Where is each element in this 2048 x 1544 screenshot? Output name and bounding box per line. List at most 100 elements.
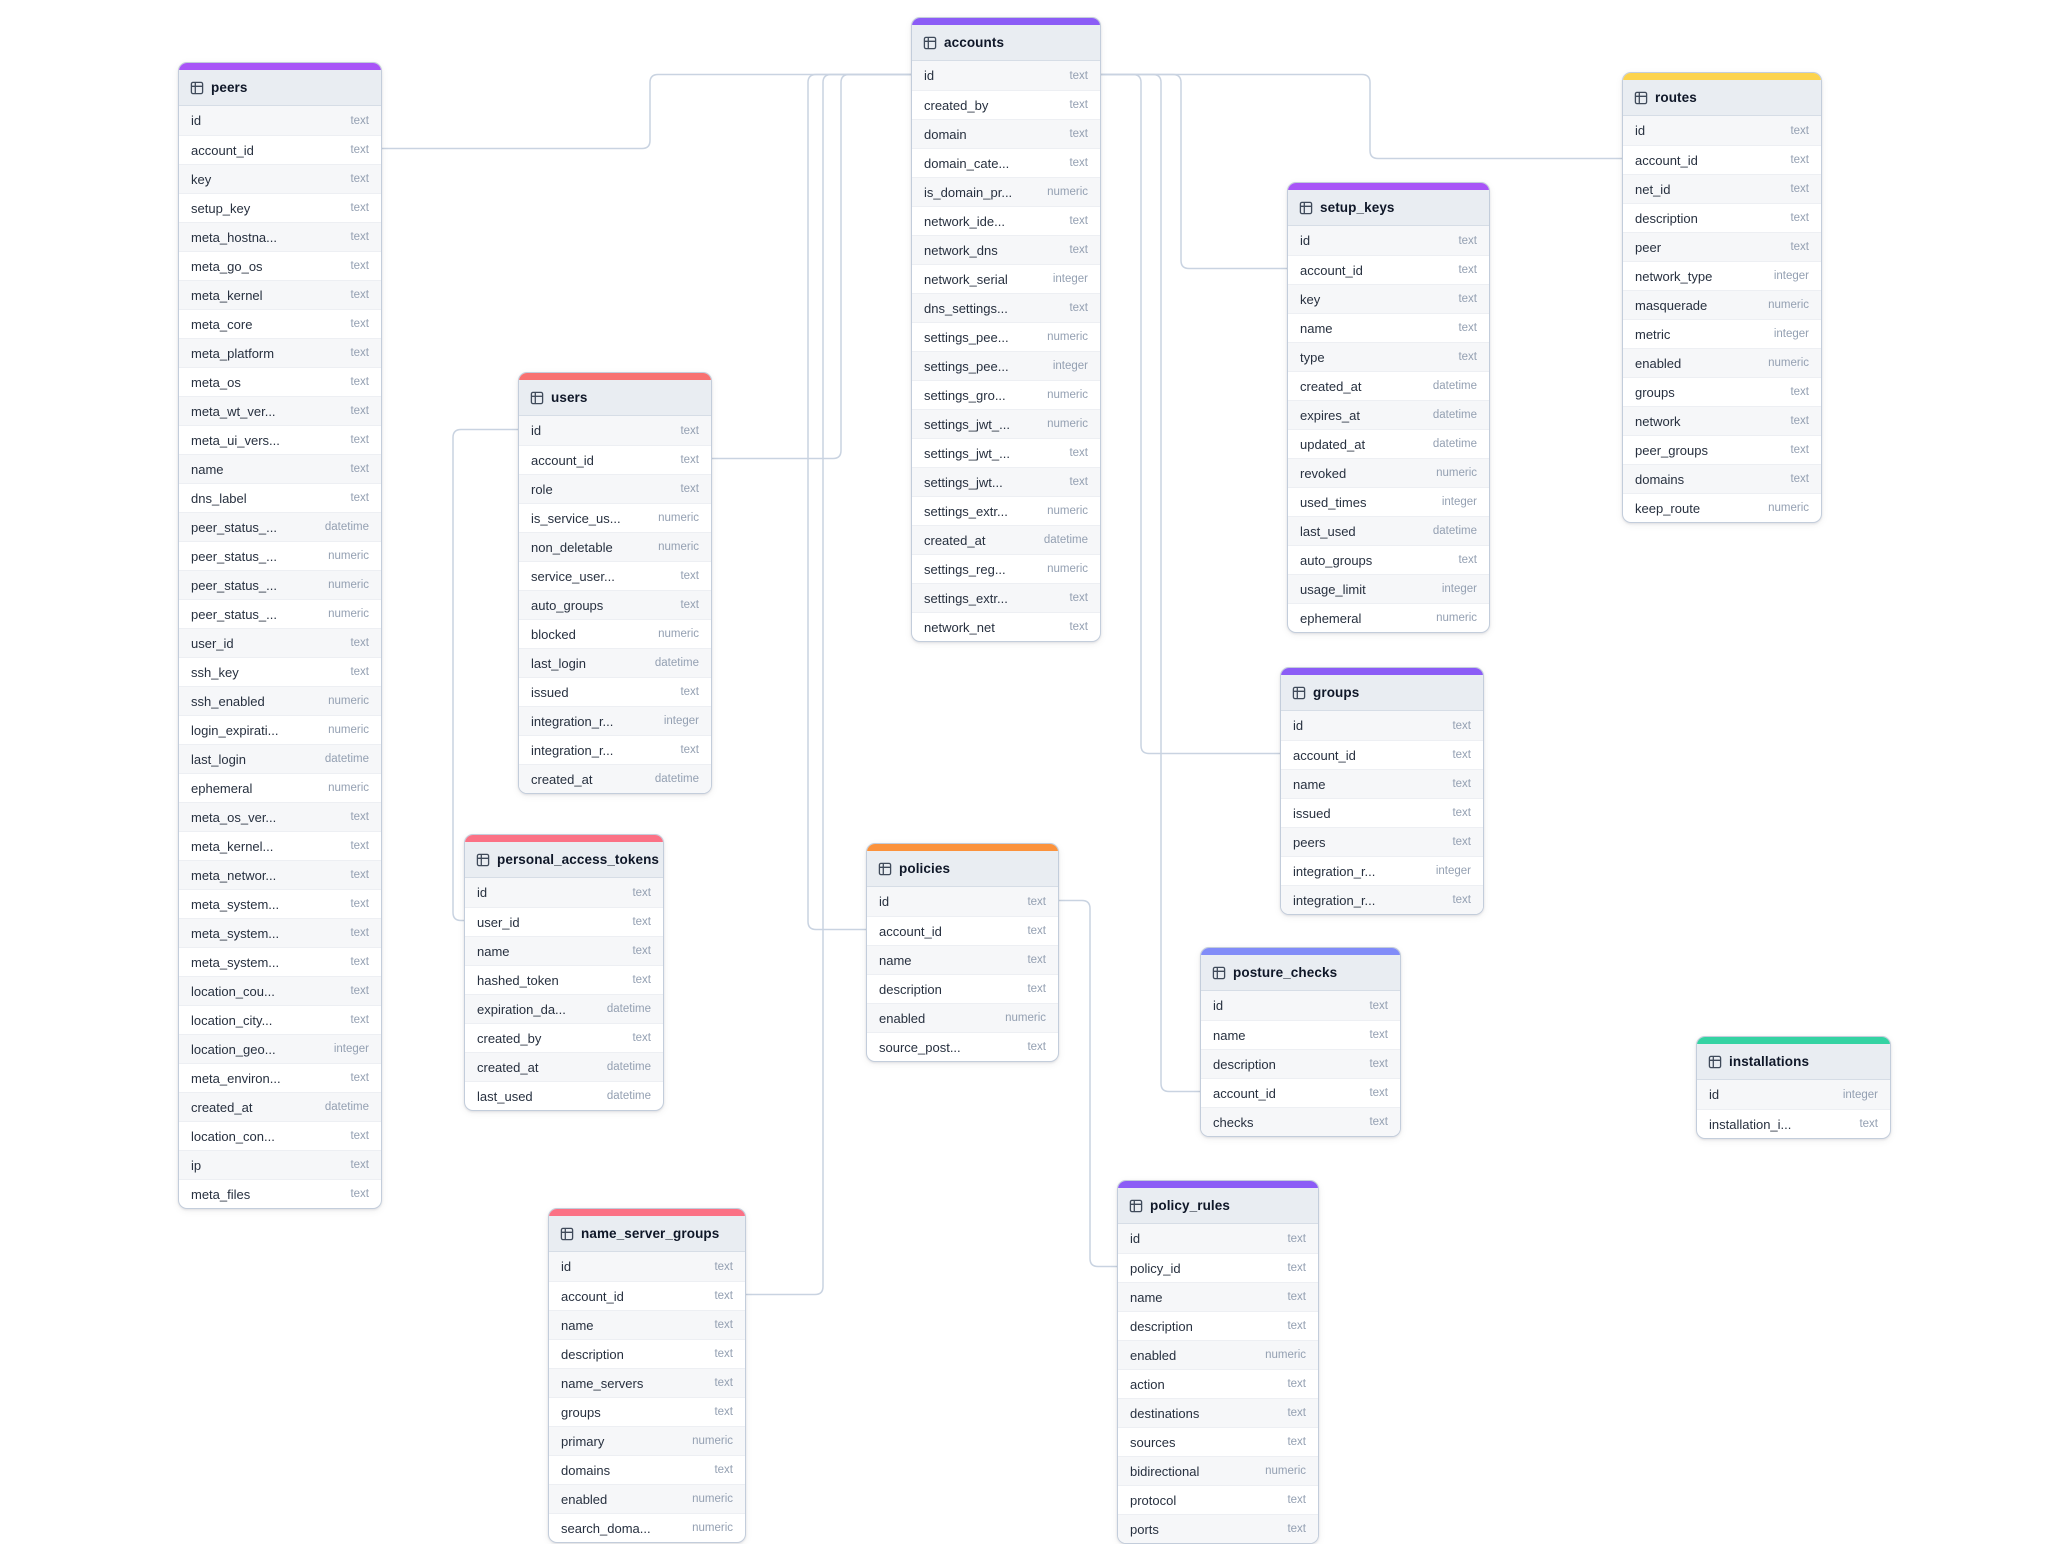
field-type: text (680, 570, 699, 582)
table-accent-bar (1281, 668, 1483, 675)
field-name: ip (191, 1157, 202, 1173)
table-name: personal_access_tokens (497, 852, 660, 867)
field-type: text (350, 840, 369, 852)
table-header[interactable]: installations (1697, 1044, 1890, 1080)
field-type: text (1452, 778, 1471, 790)
table-policies[interactable]: policies id text account_id text name te… (866, 843, 1059, 1062)
table-name_server_groups[interactable]: name_server_groups id text account_id te… (548, 1208, 746, 1543)
table-header[interactable]: accounts (912, 25, 1100, 61)
field-name: account_id (561, 1288, 624, 1304)
field-row: ports text (1118, 1514, 1318, 1543)
field-name: name (879, 952, 912, 968)
field-type: text (1287, 1494, 1306, 1506)
field-type: text (350, 434, 369, 446)
table-groups[interactable]: groups id text account_id text name text… (1280, 667, 1484, 915)
field-name: id (1213, 998, 1224, 1013)
table-icon (560, 1227, 574, 1241)
table-routes[interactable]: routes id text account_id text net_id te… (1622, 72, 1822, 523)
field-row: action text (1118, 1369, 1318, 1398)
field-name: domain_cate... (924, 155, 1010, 171)
table-header[interactable]: setup_keys (1288, 190, 1489, 226)
field-type: datetime (1432, 409, 1477, 421)
field-row: network_net text (912, 612, 1100, 641)
table-header[interactable]: policy_rules (1118, 1188, 1318, 1224)
field-name: integration_r... (531, 742, 614, 758)
table-header[interactable]: name_server_groups (549, 1216, 745, 1252)
table-policy_rules[interactable]: policy_rules id text policy_id text name… (1117, 1180, 1319, 1544)
field-name: name (1130, 1289, 1163, 1305)
field-type: numeric (1047, 505, 1088, 517)
field-row: auto_groups text (1288, 545, 1489, 574)
field-row: network_type integer (1623, 261, 1821, 290)
field-row: enabled numeric (549, 1484, 745, 1513)
field-type: text (1027, 895, 1046, 908)
field-type: text (714, 1464, 733, 1476)
table-header[interactable]: personal_access_tokens (465, 842, 663, 878)
table-accounts[interactable]: accounts id text created_by text domain … (911, 17, 1101, 642)
field-name: id (191, 113, 202, 128)
table-name: installations (1729, 1054, 1810, 1069)
field-row: network text (1623, 406, 1821, 435)
field-row: name text (1201, 1020, 1400, 1049)
table-header[interactable]: users (519, 380, 711, 416)
table-header[interactable]: routes (1623, 80, 1821, 116)
field-type: text (1859, 1118, 1878, 1130)
field-name: bidirectional (1130, 1463, 1200, 1479)
field-row: settings_extr... text (912, 583, 1100, 612)
field-row: meta_os_ver... text (179, 802, 381, 831)
field-type: numeric (1047, 418, 1088, 430)
field-row: settings_pee... numeric (912, 322, 1100, 351)
table-icon (1708, 1055, 1722, 1069)
table-header[interactable]: posture_checks (1201, 955, 1400, 991)
field-type: text (350, 637, 369, 649)
table-peers[interactable]: peers id text account_id text key text s… (178, 62, 382, 1209)
table-icon (1292, 686, 1306, 700)
field-row: name text (179, 454, 381, 483)
field-name: hashed_token (477, 972, 559, 988)
table-accent-bar (519, 373, 711, 380)
field-type: text (350, 1072, 369, 1084)
field-row: setup_key text (179, 193, 381, 222)
table-name: policy_rules (1150, 1198, 1230, 1213)
table-name: name_server_groups (581, 1226, 720, 1241)
field-row: meta_go_os text (179, 251, 381, 280)
field-name: account_id (1300, 262, 1363, 278)
field-name: meta_kernel... (191, 838, 274, 854)
table-accent-bar (1201, 948, 1400, 955)
field-row: non_deletable numeric (519, 532, 711, 561)
table-header[interactable]: policies (867, 851, 1058, 887)
field-name: account_id (531, 452, 594, 468)
field-type: datetime (1432, 525, 1477, 537)
field-name: enabled (561, 1491, 608, 1507)
relation-name_server_groups.account_id-to-accounts.id (746, 73, 911, 1296)
field-row: id text (1623, 116, 1821, 145)
table-setup_keys[interactable]: setup_keys id text account_id text key t… (1287, 182, 1490, 633)
field-row: domain text (912, 119, 1100, 148)
field-name: keep_route (1635, 500, 1701, 516)
field-name: settings_pee... (924, 329, 1009, 345)
field-name: created_by (924, 97, 989, 113)
field-name: id (1130, 1231, 1141, 1246)
field-type: datetime (654, 773, 699, 785)
table-posture_checks[interactable]: posture_checks id text name text descrip… (1200, 947, 1401, 1137)
field-type: text (1790, 241, 1809, 253)
table-header[interactable]: peers (179, 70, 381, 106)
table-personal_access_tokens[interactable]: personal_access_tokens id text user_id t… (464, 834, 664, 1111)
field-type: datetime (606, 1003, 651, 1015)
table-header[interactable]: groups (1281, 675, 1483, 711)
field-type: text (1027, 925, 1046, 937)
field-row: metric integer (1623, 319, 1821, 348)
relation-routes.account_id-to-accounts.id (1101, 73, 1622, 160)
table-users[interactable]: users id text account_id text role text … (518, 372, 712, 794)
field-type: text (1287, 1523, 1306, 1535)
field-type: numeric (1265, 1465, 1306, 1477)
field-name: network (1635, 413, 1681, 429)
field-type: numeric (692, 1435, 733, 1447)
field-row: usage_limit integer (1288, 574, 1489, 603)
field-name: id (1293, 718, 1304, 733)
field-type: text (350, 492, 369, 504)
field-name: ephemeral (1300, 610, 1362, 626)
field-row: created_by text (912, 90, 1100, 119)
field-row: expires_at datetime (1288, 400, 1489, 429)
table-installations[interactable]: installations id integer installation_i.… (1696, 1036, 1891, 1139)
